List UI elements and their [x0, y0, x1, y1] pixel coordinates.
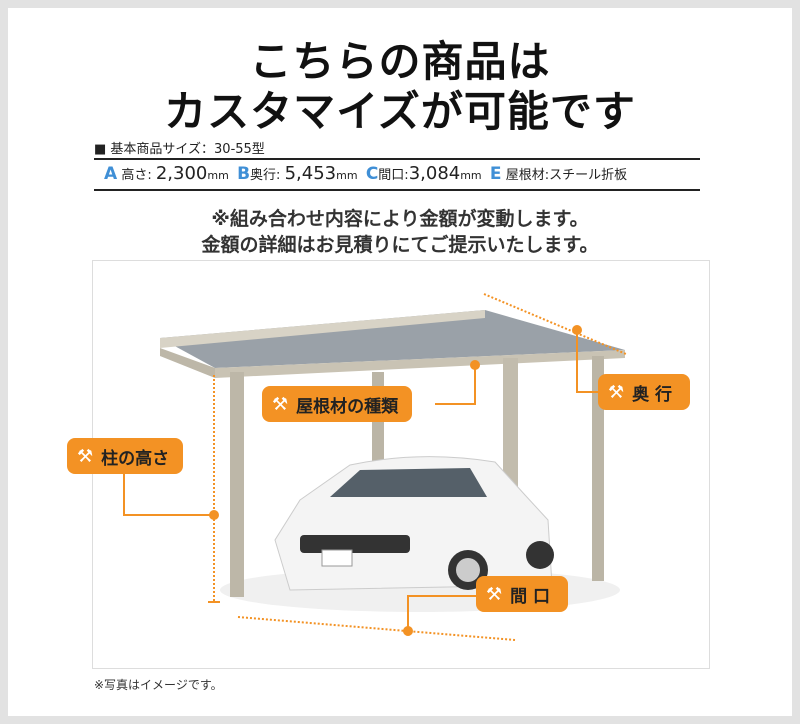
divider: [94, 189, 700, 191]
spec-value: 5,453: [284, 163, 337, 184]
tag-label: 間 口: [510, 586, 551, 607]
tag-label: 奥 行: [632, 384, 673, 405]
spec-key: E: [489, 164, 502, 184]
post: [592, 356, 604, 581]
notice-line1: ※組み合わせ内容により金額が変動します。: [211, 208, 589, 230]
spec-label: 間口:: [378, 168, 409, 183]
spec-label: 奥行:: [250, 168, 281, 183]
dimension-lines: [123, 293, 627, 641]
spec-value: 3,084: [408, 163, 461, 184]
footnote: ※写真はイメージです。: [94, 678, 223, 692]
page-title-line2: カスタマイズが可能です: [164, 87, 636, 136]
divider: [94, 158, 700, 160]
spec-label: 高さ:: [121, 168, 152, 183]
tools-icon: ⚒: [486, 583, 503, 605]
spec-unit: mm: [460, 169, 482, 182]
tools-icon: ⚒: [272, 393, 289, 415]
tag-label: 屋根材の種類: [296, 396, 399, 417]
roof-front-edge: [160, 310, 485, 348]
spec-unit: mm: [336, 169, 358, 182]
tag-roof-type: ⚒ 屋根材の種類: [262, 386, 413, 422]
roof-side: [160, 348, 215, 378]
spec-key: B: [237, 164, 251, 184]
spec-value: スチール折板: [549, 168, 628, 183]
page-title-line1: こちらの商品は: [249, 37, 551, 86]
post: [230, 372, 244, 597]
base-size-label: ■ 基本商品サイズ：30-55型: [94, 142, 265, 157]
tag-post-height: ⚒ 柱の高さ: [67, 438, 184, 474]
spec-unit: mm: [207, 169, 229, 182]
tools-icon: ⚒: [608, 381, 625, 403]
spec-label: 屋根材:: [505, 168, 550, 183]
tag-width: ⚒ 間 口: [476, 576, 569, 612]
spec-key: A: [104, 164, 118, 184]
tools-icon: ⚒: [77, 445, 94, 467]
notice-line2: 金額の詳細はお見積りにてご提示いたします。: [201, 234, 599, 256]
roof-panel: [160, 310, 625, 368]
tag-depth: ⚒ 奥 行: [598, 374, 691, 410]
spec-value: 2,300: [155, 163, 208, 184]
spec-key: C: [365, 164, 379, 184]
tag-label: 柱の高さ: [101, 448, 170, 469]
spec-row: A 高さ: 2,300mm B奥行: 5,453mm C間口:3,084mm E…: [104, 163, 627, 184]
roof-beam: [215, 350, 625, 378]
